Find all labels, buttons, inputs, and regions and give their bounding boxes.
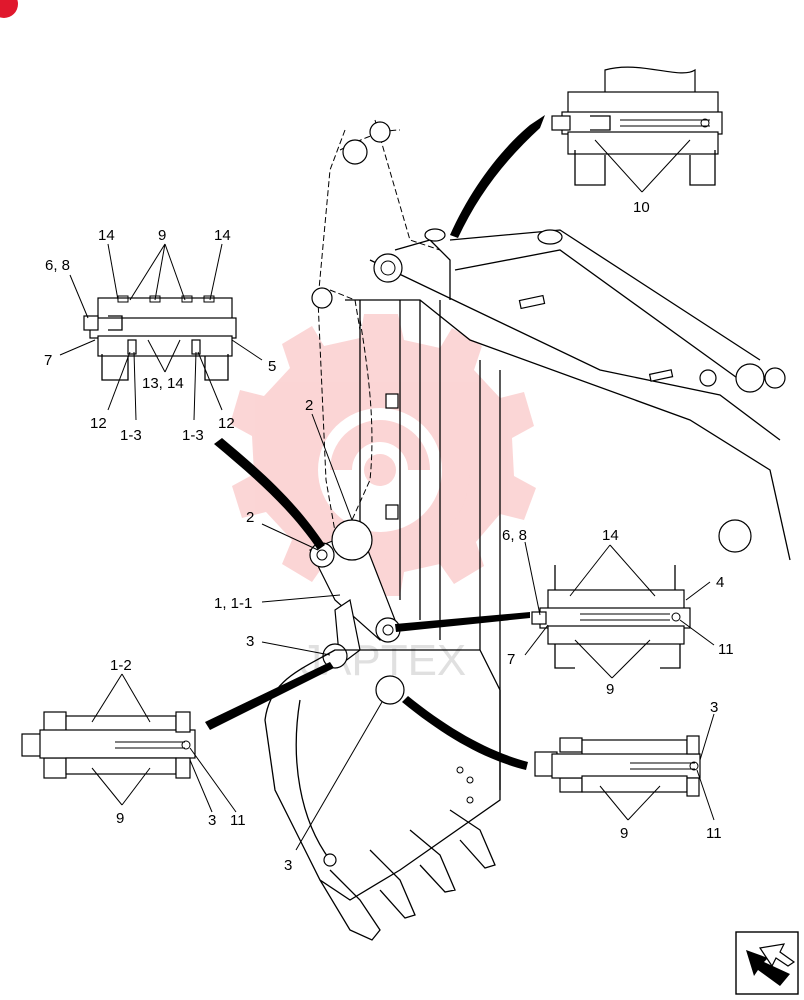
leader-bottom-right bbox=[402, 696, 528, 770]
label-9-bottom-right: 9 bbox=[620, 825, 628, 842]
label-10: 10 bbox=[633, 199, 650, 216]
label-12-right: 12 bbox=[218, 415, 235, 432]
label-9-bottom-left: 9 bbox=[116, 810, 124, 827]
label-2-upper: 2 bbox=[305, 397, 313, 414]
label-5: 5 bbox=[268, 358, 276, 375]
leader-10 bbox=[450, 115, 545, 238]
label-4: 4 bbox=[716, 574, 724, 591]
detail-mid-right bbox=[531, 565, 691, 669]
watermark-logo bbox=[230, 314, 536, 596]
navigate-arrow-icon[interactable] bbox=[735, 931, 799, 995]
label-11-mid: 11 bbox=[718, 641, 734, 658]
detail-top-right bbox=[551, 66, 723, 186]
detail-bottom-left bbox=[21, 711, 196, 779]
badge-icon bbox=[0, 0, 18, 18]
label-2-lower: 2 bbox=[246, 509, 254, 526]
label-3-link: 3 bbox=[246, 633, 254, 650]
label-13-14: 13, 14 bbox=[142, 375, 184, 392]
label-3-bucket: 3 bbox=[284, 857, 292, 874]
label-1-3-left: 1-3 bbox=[120, 427, 142, 444]
label-14-right: 14 bbox=[214, 227, 231, 244]
label-6-8-top: 6, 8 bbox=[45, 257, 70, 274]
label-7-mid: 7 bbox=[507, 651, 515, 668]
label-3-bottom-right: 3 bbox=[710, 699, 718, 716]
label-7-top: 7 bbox=[44, 352, 52, 369]
label-3-bottom-left: 3 bbox=[208, 812, 216, 829]
leader-top-left bbox=[214, 438, 325, 550]
label-1-3-right: 1-3 bbox=[182, 427, 204, 444]
label-12-left: 12 bbox=[90, 415, 107, 432]
label-11-bottom-left: 11 bbox=[230, 812, 246, 829]
leader-mid-right bbox=[395, 612, 530, 632]
label-14-mid: 14 bbox=[602, 527, 619, 544]
boom-arm-outline bbox=[311, 119, 791, 790]
label-11-bottom-right: 11 bbox=[706, 825, 722, 842]
label-1-2: 1-2 bbox=[110, 657, 132, 674]
label-9-mid: 9 bbox=[606, 681, 614, 698]
detail-top-left bbox=[83, 295, 237, 381]
label-6-8-mid: 6, 8 bbox=[502, 527, 527, 544]
leader-bottom-left bbox=[205, 662, 334, 730]
label-1-1-1: 1, 1-1 bbox=[214, 595, 252, 612]
detail-bottom-right bbox=[534, 735, 701, 797]
label-9-top: 9 bbox=[158, 227, 166, 244]
label-14-left: 14 bbox=[98, 227, 115, 244]
